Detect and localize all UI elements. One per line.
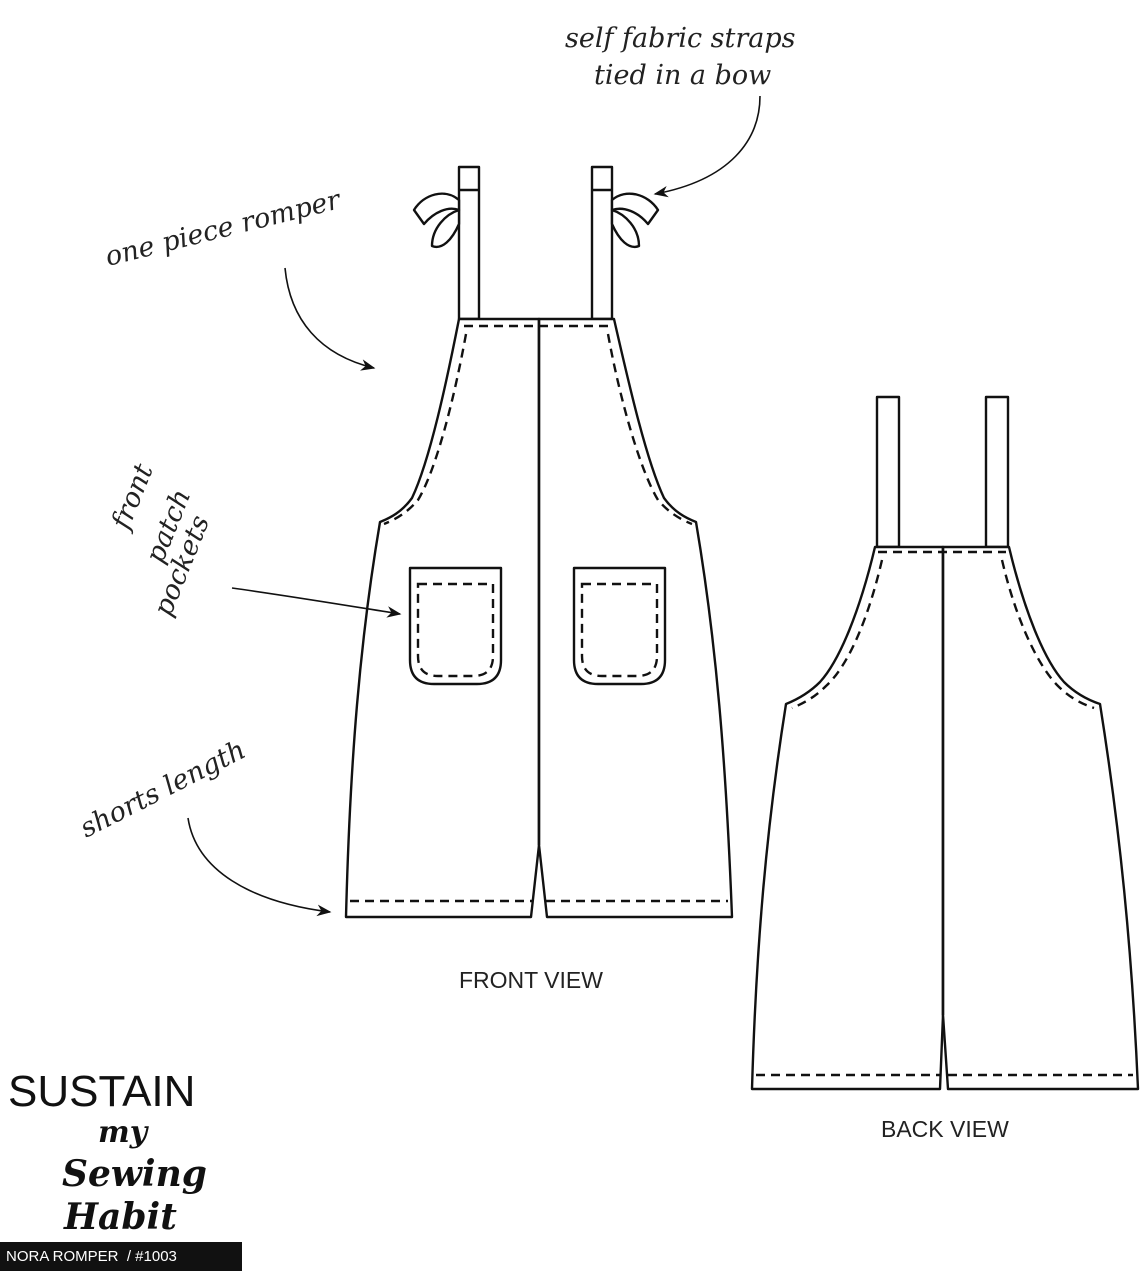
pockets-label-line1: front [105,459,160,535]
brand-logo: SUSTAIN my Sewing Habit [8,1067,207,1238]
pockets-arrow-icon [231,587,402,618]
shorts-arrow-icon [187,817,332,917]
front-right-pocket [572,566,667,686]
straps-label-line2: tied in a bow [594,60,771,91]
brand-line1: SUSTAIN [8,1067,195,1116]
front-left-pocket [408,566,503,686]
left-bow-icon [412,192,461,249]
brand-line4: Habit [63,1196,177,1238]
annotation-shorts: shorts length [75,734,332,917]
shorts-label: shorts length [75,734,251,844]
back-view-label: BACK VIEW [881,1116,1009,1142]
back-left-strap [875,395,901,549]
front-view-label: FRONT VIEW [459,967,603,993]
front-romper [344,165,734,919]
one-piece-label: one piece romper [102,184,345,273]
annotation-one-piece: one piece romper [102,184,376,371]
straps-arrow-icon [653,95,761,198]
annotation-straps: self fabric straps tied in a bow [565,23,796,198]
back-romper [750,395,1140,1091]
right-bow-icon [610,192,660,249]
back-body [750,545,945,1091]
annotation-pockets: front patch pockets [105,459,402,621]
brand-line3: Sewing [62,1153,207,1195]
product-name-bar: NORA ROMPER / #1003 [0,1242,242,1271]
back-right-strap [984,395,1010,549]
one-piece-arrow-icon [284,267,376,371]
brand-line2: my [98,1115,150,1150]
straps-label-line1: self fabric straps [565,23,796,54]
